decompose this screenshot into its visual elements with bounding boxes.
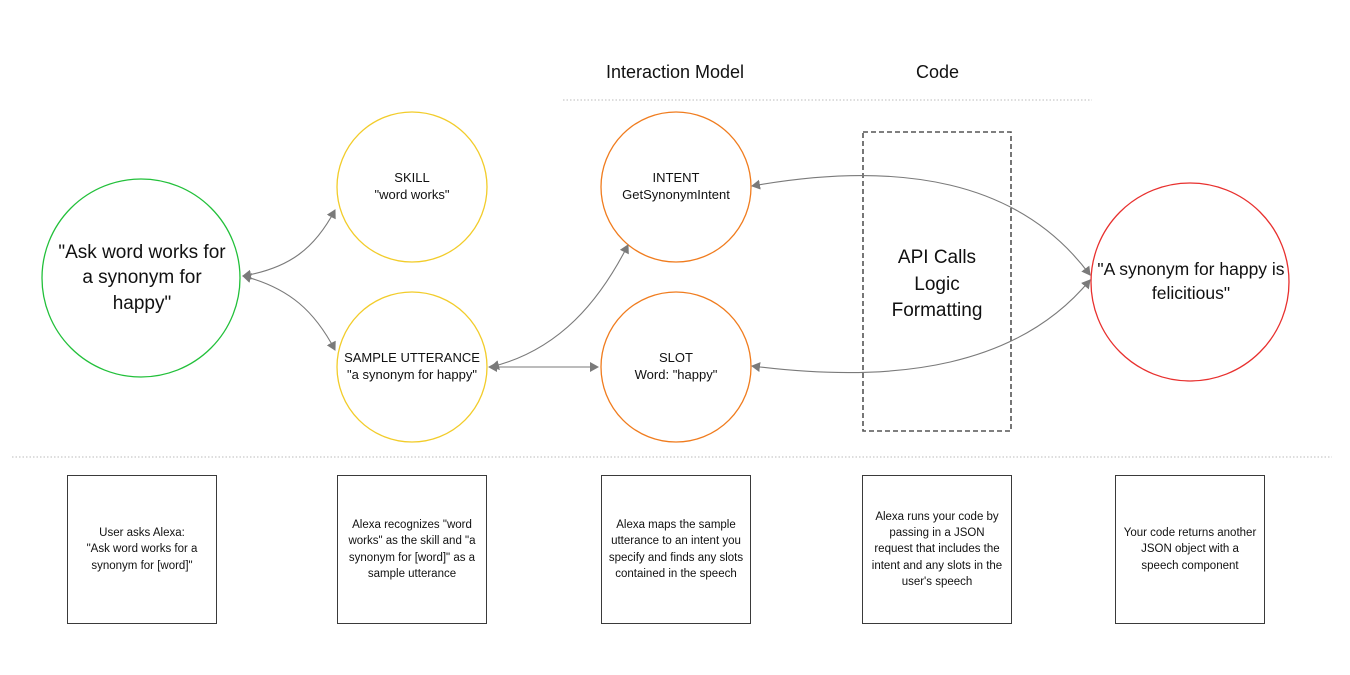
description-skill-text: Alexa recognizes "word works" as the ski… — [348, 519, 476, 580]
description-box-intent: Alexa maps the sample utterance to an in… — [601, 475, 751, 624]
intent-title: INTENT — [652, 170, 700, 186]
description-box-user: User asks Alexa: "Ask word works for a s… — [67, 475, 217, 624]
arrow-intent-response — [751, 175, 1091, 276]
code-box-line-1: API Calls — [897, 247, 977, 269]
sample-utterance-text: SAMPLE UTTERANCE "a synonym for happy" — [337, 342, 487, 392]
user-request-text: "Ask word works for a synonym for happy" — [52, 238, 232, 318]
arrow-user-skill — [242, 209, 336, 280]
description-box-response: Your code returns another JSON object wi… — [1115, 475, 1265, 624]
description-box-skill: Alexa recognizes "word works" as the ski… — [337, 475, 487, 624]
description-intent-text: Alexa maps the sample utterance to an in… — [608, 519, 744, 580]
arrow-slot-response — [751, 279, 1091, 374]
description-code-text: Alexa runs your code by passing in a JSO… — [871, 511, 1003, 588]
sample-utterance-circle — [336, 291, 488, 443]
intent-circle — [600, 111, 752, 263]
skill-value: "word works" — [374, 187, 450, 202]
description-box-code: Alexa runs your code by passing in a JSO… — [862, 475, 1012, 624]
skill-circle — [336, 111, 488, 263]
interaction-model-header: Interaction Model — [605, 62, 745, 82]
slot-value: Word: "happy" — [634, 367, 718, 382]
intent-text: INTENT GetSynonymIntent — [606, 162, 746, 212]
arrow-user-utterance — [242, 273, 336, 351]
code-header: Code — [915, 62, 960, 82]
intent-value: GetSynonymIntent — [622, 187, 730, 202]
response-label: "A synonym for happy is felicitious" — [1097, 259, 1285, 303]
skill-text: SKILL "word works" — [342, 162, 482, 212]
code-box-line-3: Formatting — [891, 300, 983, 322]
response-text: "A synonym for happy is felicitious" — [1092, 242, 1290, 322]
skill-title: SKILL — [394, 170, 430, 186]
description-response-text: Your code returns another JSON object wi… — [1123, 527, 1257, 572]
response-circle — [1090, 182, 1290, 382]
sample-utterance-value: "a synonym for happy" — [347, 367, 477, 382]
user-request-label: "Ask word works for a synonym for happy" — [58, 241, 226, 314]
code-box-text: API Calls Logic Formatting — [863, 240, 1011, 330]
user-request-circle — [41, 178, 241, 378]
code-box-line-2: Logic — [914, 273, 960, 295]
slot-title: SLOT — [659, 350, 693, 366]
description-user-text: User asks Alexa: "Ask word works for a s… — [86, 527, 198, 572]
arrow-utterance-intent — [490, 244, 629, 370]
slot-text: SLOT Word: "happy" — [606, 342, 746, 392]
sample-utterance-title: SAMPLE UTTERANCE — [344, 350, 480, 366]
